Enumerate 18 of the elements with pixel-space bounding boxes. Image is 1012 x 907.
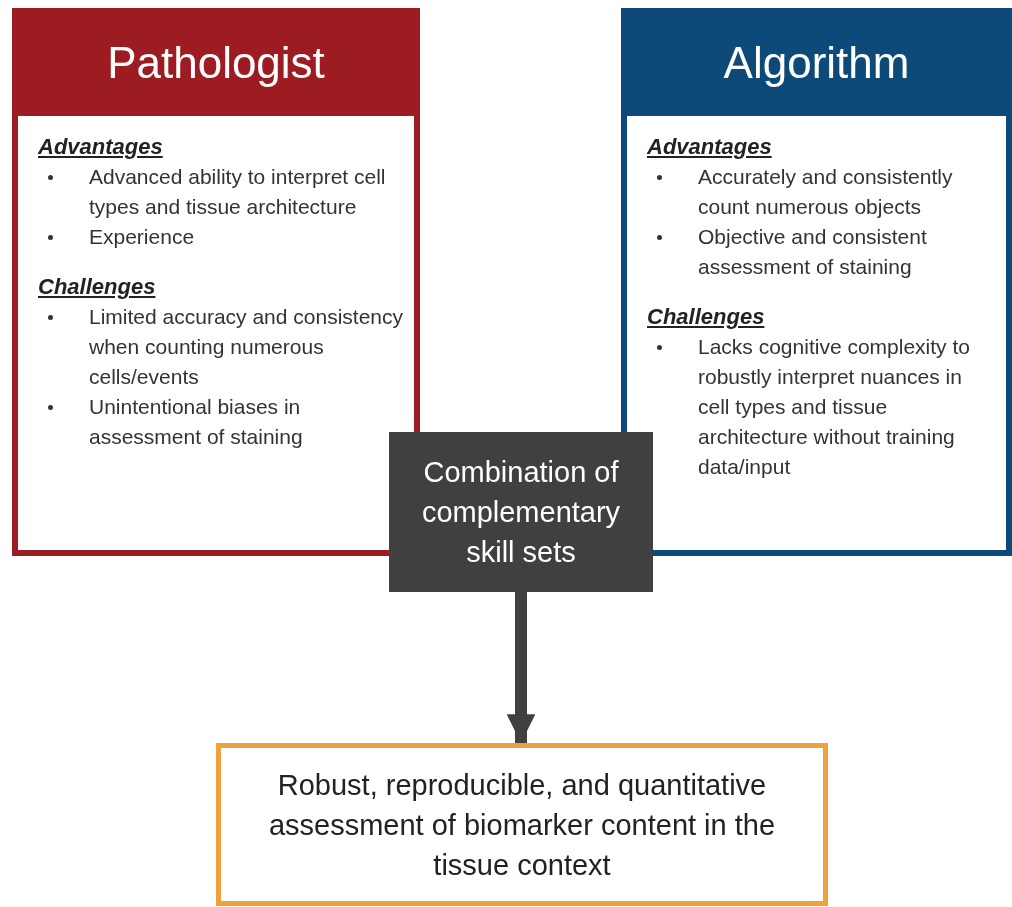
- section-heading: Advantages: [647, 134, 773, 160]
- section-heading: Advantages: [38, 134, 164, 160]
- outcome-box: [216, 743, 828, 906]
- box-text: Combination of complementary skill sets: [420, 455, 622, 570]
- arrow: [506, 592, 536, 743]
- bullet-text: Objective and consistent assessment of staining: [698, 224, 928, 280]
- algorithm-card: [621, 8, 1012, 556]
- section-heading: Challenges: [38, 274, 157, 300]
- bullet-text: Experience: [89, 224, 195, 250]
- box-text: Robust, reproducible, and quantitative assessment of biomarker content in the tissue context: [267, 767, 777, 883]
- bullet-text: Limited accuracy and consistency when counting numerous cells/events: [89, 304, 404, 390]
- bullet-text: Lacks cognitive complexity to robustly interpret nuances in cell types and tissue architecture without training data/input: [698, 334, 971, 480]
- bullet-text: Advanced ability to interpret cell types and tissue architecture: [89, 164, 387, 220]
- pathologist-card: [12, 8, 420, 556]
- section-heading: Challenges: [647, 304, 766, 330]
- bullet-text: Unintentional biases in assessment of staining: [89, 394, 304, 450]
- combination-box: [389, 432, 653, 592]
- bullet-text: Accurately and consistently count numerous objects: [698, 164, 954, 220]
